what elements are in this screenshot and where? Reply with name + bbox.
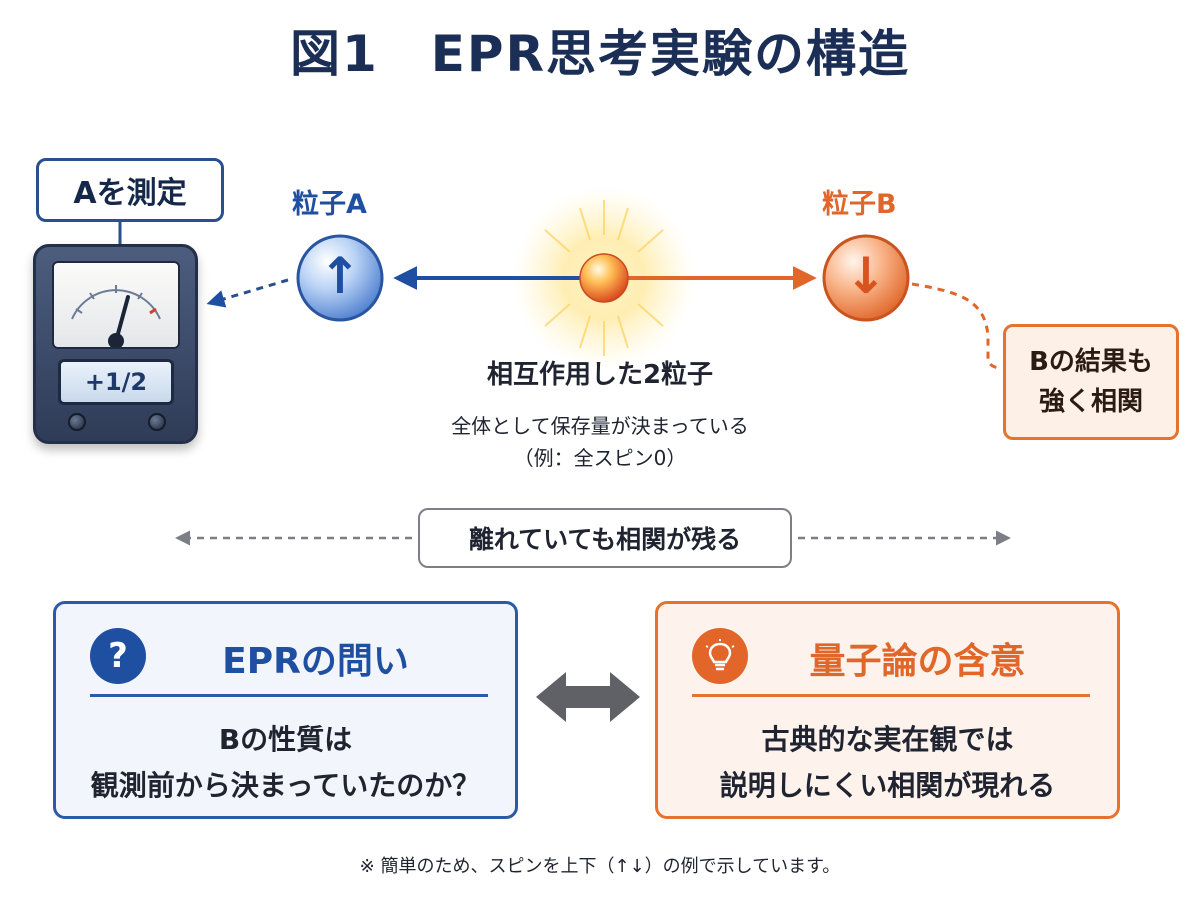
particle-a xyxy=(296,234,384,322)
meter-knob-left xyxy=(68,413,86,431)
source-particle xyxy=(579,253,629,303)
source-rays xyxy=(544,200,664,356)
quantum-implication-panel: 量子論の含意 古典的な実在観では 説明しにくい相関が現れる xyxy=(655,601,1120,819)
result-b-line-2: 強く相関 xyxy=(1038,387,1143,417)
figure-title: 図1 EPR思考実験の構造 xyxy=(289,25,911,83)
epr-panel-title: EPRの問い xyxy=(222,641,409,682)
measure-a-callout: Aを測定 xyxy=(36,158,224,222)
source-subtitle-2: （例：全スピン0） xyxy=(513,446,687,470)
spin-up-icon: ↑ xyxy=(319,247,361,305)
double-arrow-icon xyxy=(536,672,640,722)
qm-panel-title: 量子論の含意 xyxy=(809,641,1026,682)
qm-panel-line-1: 古典的な実在観では xyxy=(761,723,1014,756)
particle-a-label: 粒子A xyxy=(292,189,367,220)
qm-panel-divider xyxy=(692,694,1090,697)
question-icon: ? xyxy=(90,628,146,684)
epr-question-panel: ? EPRの問い Bの性質は 観測前から決まっていたのか？ xyxy=(53,601,518,819)
footnote: ※ 簡単のため、スピンを上下（↑↓）の例で示しています。 xyxy=(359,856,841,877)
epr-panel-divider xyxy=(90,694,488,697)
qm-panel-line-2: 説明しにくい相関が現れる xyxy=(719,769,1056,802)
gauge-icon xyxy=(71,285,161,347)
result-b-callout: Bの結果も 強く相関 xyxy=(1003,324,1179,440)
particle-b xyxy=(822,234,910,322)
particle-b-label: 粒子B xyxy=(822,189,897,220)
source-subtitle-1: 全体として保存量が決まっている xyxy=(451,414,749,438)
lightbulb-icon xyxy=(692,628,748,684)
measure-dashed-arrow xyxy=(206,278,289,308)
meter-knob-right xyxy=(148,413,166,431)
measuring-device: +1/2 xyxy=(33,244,198,444)
distance-label: 離れていても相関が残る xyxy=(468,525,742,554)
distance-label-box: 離れていても相関が残る xyxy=(418,508,792,568)
meter-dial xyxy=(52,261,180,349)
result-b-line-1: Bの結果も xyxy=(1029,347,1153,377)
epr-panel-line-1: Bの性質は xyxy=(218,723,353,756)
meter-readout: +1/2 xyxy=(58,359,174,405)
epr-panel-line-2: 観測前から決まっていたのか？ xyxy=(90,769,481,802)
measure-a-label: Aを測定 xyxy=(73,176,187,211)
spin-down-icon: ↓ xyxy=(845,247,887,305)
particle-b-dashed-connector xyxy=(911,282,1003,370)
source-title: 相互作用した2粒子 xyxy=(486,360,714,390)
